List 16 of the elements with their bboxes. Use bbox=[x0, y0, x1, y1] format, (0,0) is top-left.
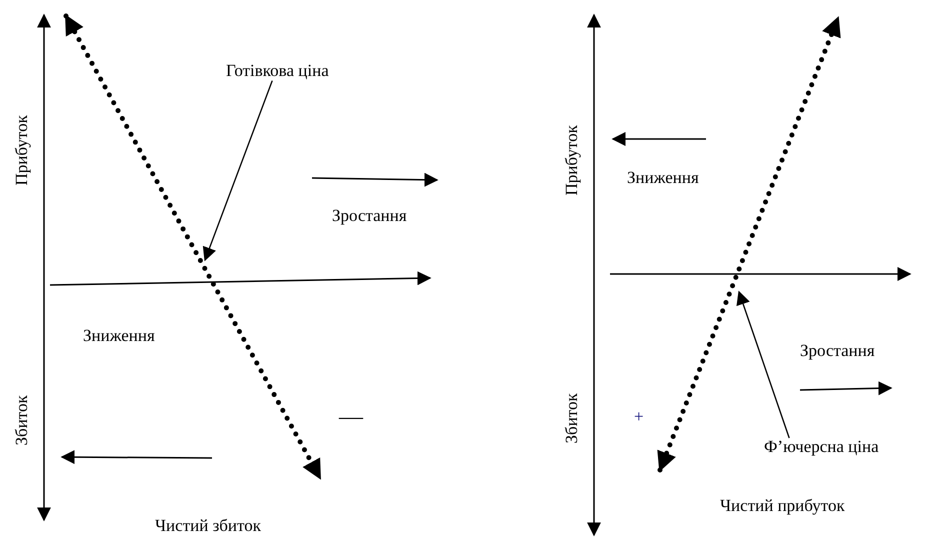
result-label: Чистий збиток bbox=[155, 517, 261, 536]
result-label: Чистий прибуток bbox=[720, 497, 845, 516]
price-label: Готівкова ціна bbox=[226, 62, 329, 81]
direction-label: Зростання bbox=[332, 207, 407, 226]
direction-label: Зниження bbox=[627, 169, 699, 188]
leader-line bbox=[736, 290, 790, 438]
price-label: Ф’ючерсна ціна bbox=[764, 438, 879, 457]
axis-label: Збиток bbox=[562, 392, 582, 443]
sign-label: — bbox=[339, 404, 363, 430]
axis-label: Прибуток bbox=[12, 114, 32, 186]
direction-label: Зростання bbox=[800, 342, 875, 361]
axis-label: Прибуток bbox=[562, 124, 582, 196]
sign-label: + bbox=[634, 408, 644, 427]
direction-label: Зниження bbox=[83, 327, 155, 346]
axis-label: Збиток bbox=[12, 394, 32, 445]
leader-line bbox=[202, 80, 273, 262]
